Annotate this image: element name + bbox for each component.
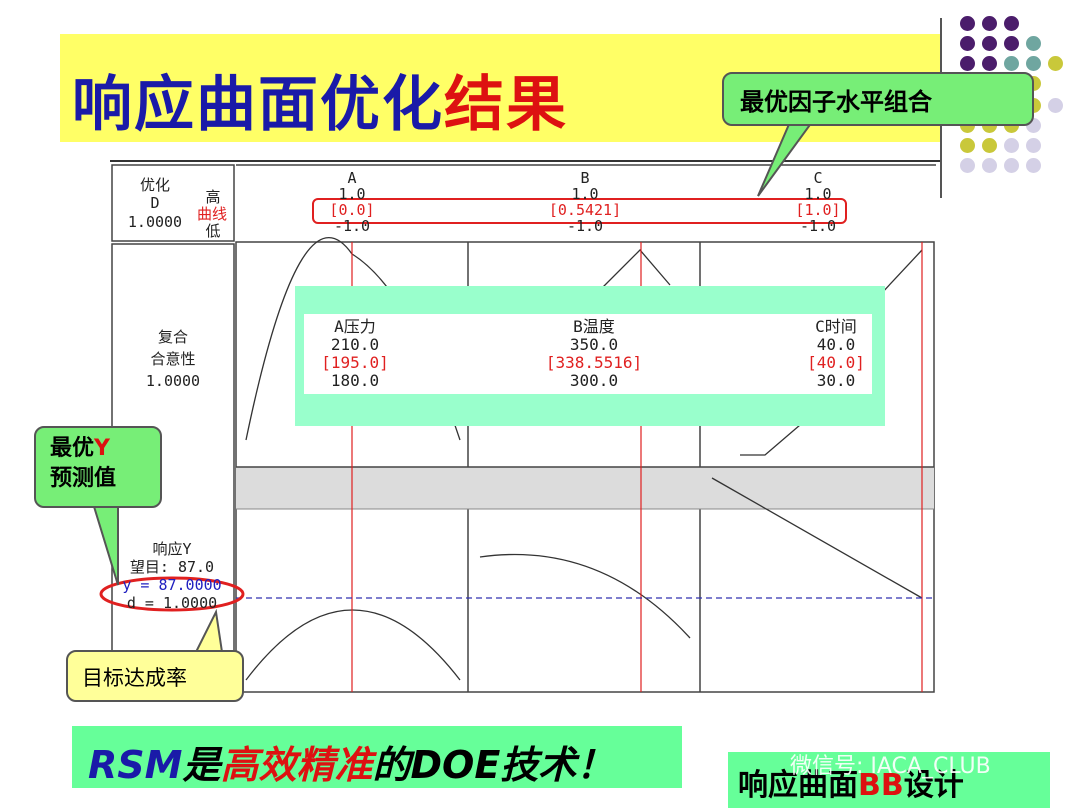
current-settings-highlight: [312, 198, 847, 224]
d-label: D: [150, 194, 160, 212]
rsm-efficient: 高效精准: [220, 743, 373, 787]
actual-a-current: [195.0]: [321, 353, 389, 372]
desirability-curve-b: [599, 249, 671, 291]
desirability-curve-c-low: [740, 424, 801, 456]
actual-a-name: A压力: [334, 317, 376, 336]
factor-a-high: 1.0: [338, 185, 366, 203]
factor-c-name: C: [813, 169, 823, 187]
best-y-callout: 最优Y 预测值: [34, 426, 162, 508]
actual-factor-a: A压力 210.0 [195.0] 180.0: [310, 318, 400, 390]
best-combo-callout: 最优因子水平组合: [722, 72, 1034, 126]
factor-b-high: 1.0: [571, 185, 599, 203]
target-label: 望目: 87.0: [129, 558, 215, 576]
response-label: 响应Y: [152, 540, 192, 558]
bb-prefix: 响应曲面: [738, 768, 858, 803]
actual-a-high: 210.0: [330, 335, 380, 354]
actual-levels-table: [304, 314, 872, 394]
target-rate-pointer: [194, 608, 224, 653]
composite-value: 1.0000: [145, 372, 201, 390]
factor-c-low: -1.0: [799, 217, 837, 235]
actual-b-high: 350.0: [569, 335, 619, 354]
desirability-curve-c-high: [879, 249, 923, 296]
factor-b-current: [0.5421]: [548, 201, 622, 219]
bb-suffix: 设计: [903, 768, 964, 803]
factor-c-current: [1.0]: [795, 201, 841, 219]
divider-line: [110, 160, 940, 162]
factor-b-low: -1.0: [566, 217, 604, 235]
factor-a-low: -1.0: [333, 217, 371, 235]
response-curve-c: [711, 477, 923, 599]
y-value-highlight: [99, 576, 245, 612]
decor-dot-grid: [960, 16, 1070, 176]
response-curve-b: [479, 553, 691, 639]
target-rate-text: 目标达成率: [82, 666, 187, 690]
factor-c-header: C 1.0 [1.0] -1.0: [788, 170, 848, 234]
best-combo-pointer: [757, 121, 814, 197]
rsm-banner: [72, 726, 682, 788]
composite-line2: 合意性: [150, 350, 196, 368]
composite-line1: 复合: [157, 328, 188, 346]
composite-desirability: 复合 合意性 1.0000: [118, 326, 228, 392]
bb-banner: [728, 752, 1050, 808]
actual-b-current: [338.5516]: [545, 353, 643, 372]
actual-c-high: 40.0: [816, 335, 856, 354]
actual-c-low: 30.0: [816, 371, 856, 390]
curve-label: 曲线: [196, 205, 227, 223]
label-box-optimize: [111, 164, 235, 242]
factor-a-header: A 1.0 [0.0] -1.0: [322, 170, 382, 234]
target-rate-callout: 目标达成率: [66, 650, 244, 702]
page-title: 响应曲面优化结果: [72, 56, 568, 143]
high-label: 高: [205, 188, 221, 206]
best-y-pointer: [90, 499, 119, 586]
title-part1: 响应曲面优化: [72, 70, 444, 140]
rsm-is: 是: [182, 743, 221, 787]
d-result: d = 1.0000: [126, 594, 218, 612]
actual-b-name: B温度: [573, 317, 615, 336]
actual-a-low: 180.0: [330, 371, 380, 390]
best-y-text: 最优Y 预测值: [36, 428, 160, 494]
rsm-slogan: RSM是高效精准的DOE技术！: [88, 734, 614, 789]
factor-b-header: B 1.0 [0.5421] -1.0: [540, 170, 630, 234]
factor-c-high: 1.0: [804, 185, 832, 203]
low-label: 低: [205, 222, 221, 240]
d-value: 1.0000: [127, 213, 183, 231]
actual-c-current: [40.0]: [807, 353, 865, 372]
watermark: 微信号: IACA_CLUB: [790, 754, 991, 779]
best-y-line1: 最优: [50, 436, 95, 461]
actual-factor-b: B温度 350.0 [338.5516] 300.0: [534, 318, 654, 390]
actual-c-name: C时间: [815, 317, 857, 336]
bb-label: 响应曲面BB设计: [738, 760, 964, 804]
optimize-label: 优化: [139, 176, 170, 194]
best-y-line2: 预测值: [50, 466, 117, 491]
best-y-y: Y: [94, 436, 110, 461]
best-combo-text: 最优因子水平组合: [740, 88, 932, 116]
title-part2: 结果: [444, 70, 568, 140]
rsm-word: RSM: [88, 743, 183, 787]
factor-a-current: [0.0]: [329, 201, 375, 219]
y-value: y = 87.0000: [122, 576, 222, 594]
factor-b-name: B: [580, 169, 590, 187]
response-block: 响应Y 望目: 87.0 y = 87.0000 d = 1.0000: [110, 540, 234, 612]
actual-factor-c: C时间 40.0 [40.0] 30.0: [800, 318, 872, 390]
bb-word: BB: [858, 768, 904, 803]
rsm-rest: 的DOE技术！: [372, 743, 615, 787]
factor-a-name: A: [347, 169, 357, 187]
actual-b-low: 300.0: [569, 371, 619, 390]
